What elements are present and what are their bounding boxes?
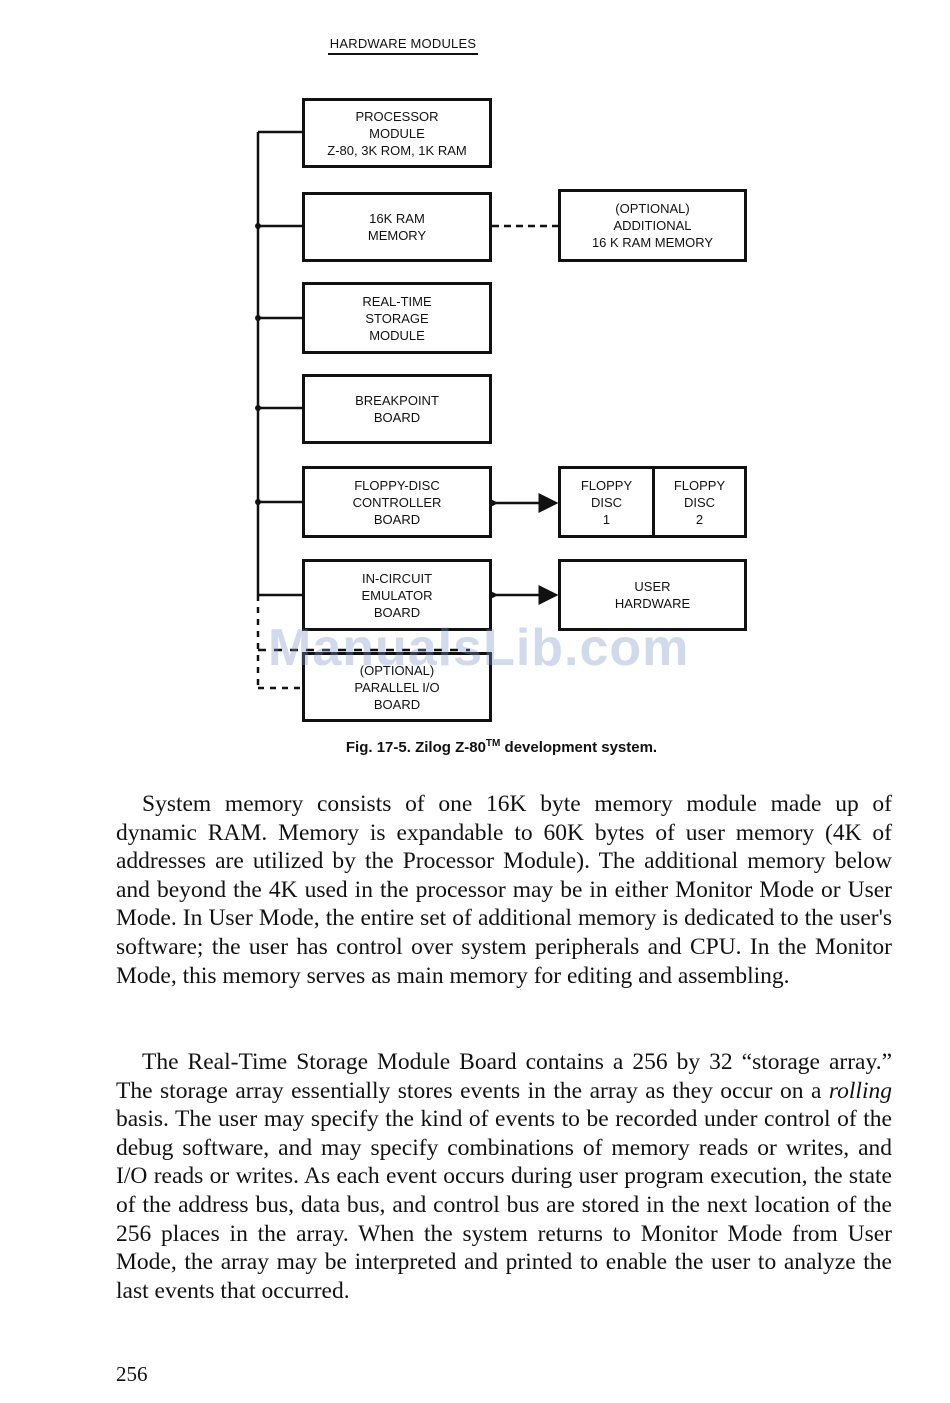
optional-ram-label: (OPTIONAL) ADDITIONAL 16 K RAM MEMORY	[591, 201, 714, 250]
block-diagram-connectors	[255, 130, 560, 690]
floppy-disc-1-label: FLOPPY DISC 1	[580, 477, 633, 527]
page-number: 256	[116, 1362, 148, 1386]
floppy-disc-2-box: FLOPPY DISC 2	[652, 466, 747, 538]
floppy-disc-1-box: FLOPPY DISC 1	[558, 466, 655, 538]
watermark: ManualsLib.com	[268, 619, 690, 677]
running-header: HARDWARE MODULES	[328, 36, 478, 55]
ram-16k-label: 16K RAM MEMORY	[367, 211, 427, 243]
processor-module-label: PROCESSOR MODULE Z-80, 3K ROM, 1K RAM	[327, 108, 467, 158]
ram-16k-box: 16K RAM MEMORY	[302, 192, 492, 262]
user-hardware-label: USER HARDWARE	[614, 579, 691, 611]
in-circuit-emulator-box: IN-CIRCUIT EMULATOR BOARD	[302, 559, 492, 631]
user-hardware-box: USER HARDWARE	[558, 559, 747, 631]
breakpoint-board-box: BREAKPOINT BOARD	[302, 374, 492, 444]
floppy-controller-box: FLOPPY-DISC CONTROLLER BOARD	[302, 466, 492, 538]
body-paragraph-1: System memory consists of one 16K byte m…	[116, 791, 892, 989]
in-circuit-emulator-label: IN-CIRCUIT EMULATOR BOARD	[361, 570, 433, 620]
parallel-io-label: (OPTIONAL) PARALLEL I/O BOARD	[354, 662, 440, 712]
processor-module-box: PROCESSOR MODULE Z-80, 3K ROM, 1K RAM	[302, 98, 492, 168]
body-paragraph-2: The Real-Time Storage Module Board conta…	[116, 1049, 892, 1304]
realtime-storage-label: REAL-TIME STORAGE MODULE	[362, 293, 432, 343]
floppy-controller-label: FLOPPY-DISC CONTROLLER BOARD	[352, 477, 442, 527]
breakpoint-board-label: BREAKPOINT BOARD	[355, 393, 439, 425]
floppy-disc-2-label: FLOPPY DISC 2	[673, 477, 726, 527]
parallel-io-box: (OPTIONAL) PARALLEL I/O BOARD	[302, 652, 492, 722]
realtime-storage-box: REAL-TIME STORAGE MODULE	[302, 282, 492, 354]
figure-caption: Fig. 17-5. Zilog Z-80TM development syst…	[345, 738, 658, 756]
optional-ram-box: (OPTIONAL) ADDITIONAL 16 K RAM MEMORY	[558, 189, 747, 262]
